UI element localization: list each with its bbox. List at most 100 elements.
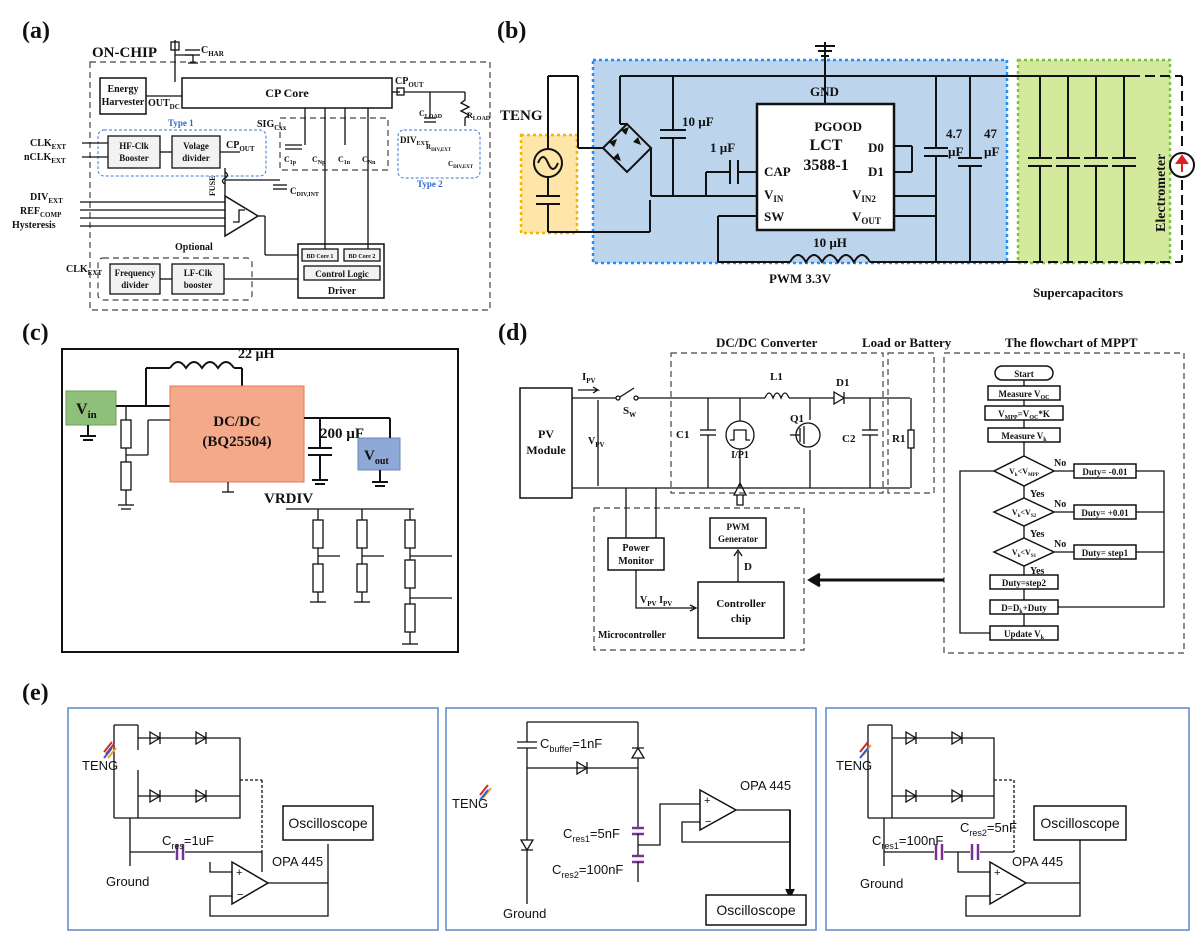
supercapacitor-region — [1016, 58, 1172, 265]
panel-e2-frame — [445, 707, 817, 931]
svg-text:−: − — [237, 889, 243, 901]
sig-cap-region — [279, 117, 389, 171]
supercaps-label: Supercapacitors — [1033, 285, 1123, 300]
supercap-bank — [1028, 76, 1136, 262]
svg-text:+: + — [994, 867, 1000, 879]
panel-e3-circuit: TENG Ground Cres1=100nF Cres2=5nF OPA 44… — [836, 724, 1127, 917]
pv-module-label: Module — [526, 443, 566, 457]
e3-cres1-label: Cres1=100nF — [872, 833, 943, 851]
control-logic-box — [303, 265, 381, 281]
lf-clk-booster-box — [171, 263, 225, 295]
e2-opamp — [699, 788, 738, 832]
e2-ground-label: Ground — [503, 906, 546, 921]
e1-ground-label: Ground — [106, 874, 149, 889]
fc-measure-voc-label: Measure VOC — [999, 389, 1050, 401]
gnd-label: GND — [810, 84, 839, 99]
clk-ext2-label: CLKEXT — [66, 264, 102, 277]
cdiv-int-label: CDIV,INT — [290, 186, 319, 198]
driver-label: Driver — [328, 286, 357, 297]
panel-b: (b) TENG GND 10 µF 1 µF PGOOD LCT 3588-1… — [497, 18, 1195, 300]
frequency-divider-label: Frequency — [115, 268, 156, 278]
e3-oscilloscope-box — [1033, 805, 1127, 841]
energy-harvester-label: Energy — [107, 84, 138, 95]
vout-box — [357, 437, 401, 471]
r-load-label: RLOAD — [467, 111, 491, 122]
frequency-divider-box — [109, 263, 161, 295]
cp-out2-label: CPOUT — [226, 140, 255, 153]
fc-update-vk-label: Update Vk — [1004, 629, 1045, 641]
energy-harvester-box — [99, 77, 147, 115]
lct-chip — [755, 102, 896, 232]
fc-duty-4-label: Duty=step2 — [1002, 578, 1047, 588]
pad-icon — [170, 41, 180, 51]
e2-cres1-label: Cres1=5nF — [563, 826, 620, 844]
e3-cres2-label: Cres2=5nF — [960, 820, 1017, 838]
fc-no-2: No — [1054, 499, 1066, 510]
c-load-label: CLOAD — [419, 109, 443, 120]
dcdc-converter-title: DC/DC Converter — [716, 335, 818, 350]
e2-teng-label: TENG — [452, 796, 488, 811]
type2-region — [397, 129, 481, 179]
hf-clk-booster-box — [107, 135, 161, 169]
fc-no-1: No — [1054, 458, 1066, 469]
clk-ext-label: CLKEXT — [30, 138, 66, 151]
cnn-label: CNn — [362, 155, 376, 166]
panel-c-letter: (c) — [22, 320, 49, 346]
panel-e2-circuit: Cbuffer=1nF TENG Ground Cres1=5nF Cres2=… — [452, 721, 807, 926]
dcdc-converter-region — [670, 352, 884, 494]
ref-comp-label: REFCOMP — [20, 206, 62, 219]
fc-decision-3-label: Vk<VS1 — [1012, 548, 1037, 559]
energy-harvester-label-2: Harvester — [102, 97, 145, 108]
c1p-label: C1p — [284, 155, 297, 166]
panel-a-letter: (a) — [22, 18, 50, 44]
e1-oscilloscope-label: Oscilloscope — [288, 815, 368, 831]
bd-core1-label: BD Core 1 — [307, 254, 334, 260]
vout-pin-label: VOUT — [852, 209, 881, 226]
c2-label: C2 — [842, 433, 856, 445]
controller-label: Controller — [716, 598, 765, 610]
c47-label: 4.7 — [946, 126, 963, 141]
cnp-label: CNp — [312, 155, 326, 166]
panel-d-letter: (d) — [498, 320, 527, 346]
hysteresis-label: Hysteresis — [12, 220, 56, 231]
on-chip-boundary — [89, 61, 491, 311]
e1-opamp — [231, 860, 270, 906]
fc-duty-2-label: Duty= +0.01 — [1081, 508, 1129, 518]
controller-chip-box — [697, 581, 785, 639]
panel-d: (d) DC/DC Converter Load or Battery The … — [498, 320, 1185, 654]
fc-yes-3: Yes — [1030, 566, 1045, 577]
sw-label: SW — [623, 405, 636, 419]
panel-e: (e) TENG Ground Cres=1uF OPA 445 +− Osci… — [22, 680, 1190, 931]
hf-clk-label: HF-Clk — [119, 141, 149, 151]
fc-measure-vk-label: Measure Vk — [1001, 431, 1047, 443]
bd-core2-box — [343, 248, 381, 262]
microcontroller-region — [593, 507, 805, 651]
pwm-label: PWM 3.3V — [769, 271, 832, 286]
e1-cres-label: Cres=1uF — [162, 833, 214, 851]
dcdc-box — [169, 385, 305, 483]
e2-oscilloscope-box — [705, 894, 807, 926]
type1-region — [97, 129, 267, 177]
l22u-label: 22 µH — [238, 347, 275, 362]
power-monitor-label-2: Monitor — [618, 556, 654, 567]
fc-no-3: No — [1054, 539, 1066, 550]
pwm-generator-label-2: Generator — [718, 534, 758, 544]
e1-diode-bridge-top — [149, 730, 208, 746]
vin-box — [65, 390, 117, 426]
c1u-label: 1 µF — [710, 140, 735, 155]
dcdc-label: DC/DC — [213, 414, 261, 430]
up-arrow-icon — [732, 481, 748, 506]
c1-label: C1 — [676, 429, 689, 441]
fc-duty-1-label: Duty= -0.01 — [1082, 467, 1128, 477]
e2-cbuf-label: Cbuffer=1nF — [540, 736, 602, 754]
e1-opa-label: OPA 445 — [272, 854, 323, 869]
fuse-icon — [221, 171, 229, 185]
q1-label: Q1 — [790, 413, 804, 425]
diode-d1 — [833, 390, 846, 406]
vpv-ipv-label: VPV IPV — [640, 595, 672, 608]
panel-e1-circuit: TENG Ground Cres=1uF OPA 445 +− Oscillos… — [82, 724, 374, 917]
div-ext-in-label: DIVEXT — [30, 192, 63, 205]
type1-label: Type 1 — [168, 118, 194, 128]
panel-c: (c) Vin 22 µH DC/DC (BQ25504) 200 µF Vou… — [22, 320, 459, 653]
fc-start-label: Start — [1014, 369, 1034, 379]
